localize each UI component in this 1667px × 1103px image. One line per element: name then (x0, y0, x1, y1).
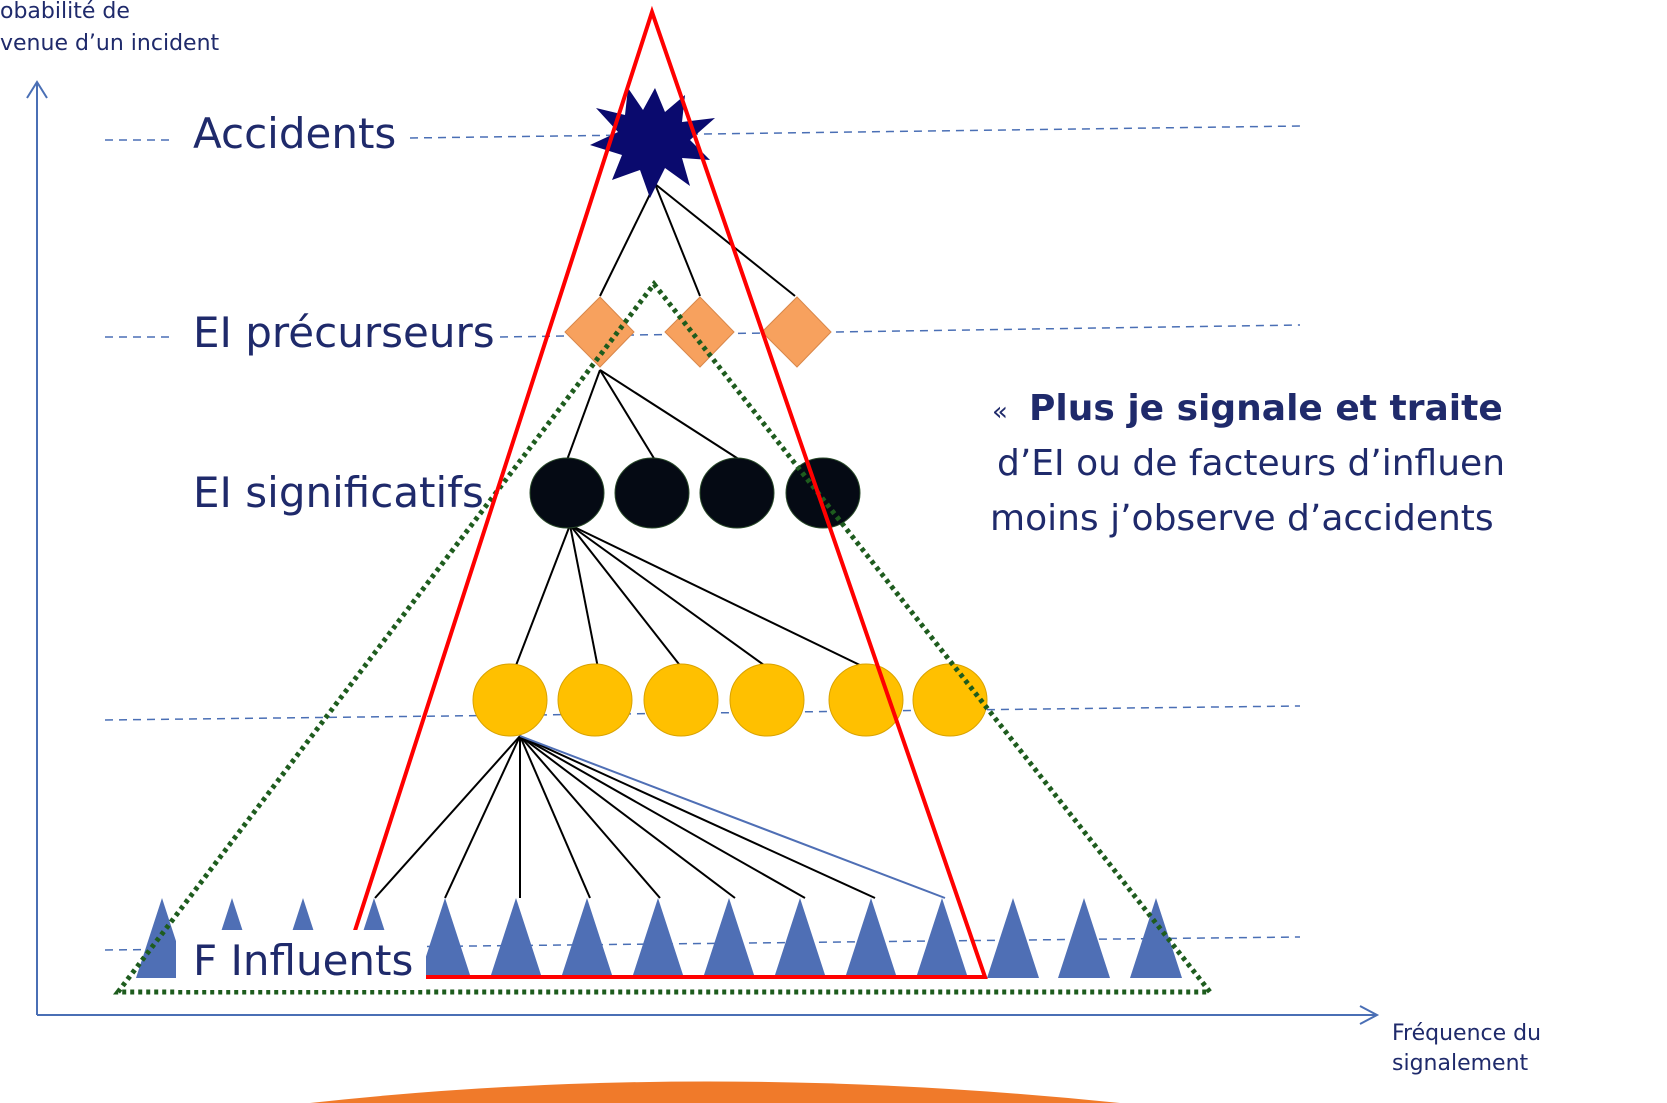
influent-triangle (845, 898, 897, 978)
significant-circle (699, 457, 775, 529)
green-dotted-triangle (112, 279, 1216, 995)
label-accidents: Accidents (193, 109, 396, 158)
y-axis-label-line1: obabilité de (0, 0, 130, 24)
guide-line-middle (104, 705, 1301, 721)
influent-triangle (774, 898, 826, 978)
influent-triangle (632, 898, 684, 978)
influents-label-box (176, 930, 426, 990)
yellow-circle (729, 663, 805, 737)
precursor-diamonds (564, 296, 832, 368)
influent-triangle (1130, 898, 1182, 978)
significant-circle (529, 457, 605, 529)
x-axis-label-line2: signalement (1392, 1051, 1529, 1076)
yellow-circles (472, 663, 988, 737)
label-influents: F Influents (193, 936, 413, 985)
accident-star-icon (590, 88, 715, 198)
influent-triangle (987, 898, 1039, 978)
yellow-circle (472, 663, 548, 737)
orange-arc (310, 1081, 1120, 1103)
influent-triangle (703, 898, 755, 978)
label-precursors: EI précurseurs (193, 308, 495, 357)
yellow-circle (912, 663, 988, 737)
message-quote-open: « (992, 397, 1008, 427)
message-line2: d’EI ou de facteurs d’influen (997, 443, 1505, 484)
precursor-diamond (564, 296, 635, 368)
influent-triangle (136, 898, 188, 978)
yellow-circle (557, 663, 633, 737)
influent-triangle (419, 898, 471, 978)
influent-triangle (561, 898, 613, 978)
significant-circle (614, 457, 690, 529)
significant-circles (529, 457, 861, 529)
precursor-diamond (761, 296, 832, 368)
influent-triangle (1058, 898, 1110, 978)
guide-line-accidents-right (409, 125, 1301, 139)
message-line1: Plus je signale et traite (1029, 388, 1503, 429)
red-triangle (337, 5, 988, 979)
connectors (374, 183, 946, 899)
x-axis-label-line1: Fréquence du (1392, 1021, 1541, 1046)
influent-triangle (916, 898, 968, 978)
label-significant: EI significatifs (193, 468, 484, 517)
yellow-circle (828, 663, 904, 737)
influent-triangle (490, 898, 542, 978)
axes (26, 80, 1380, 1025)
y-axis-label-line2: venue d’un incident (0, 31, 220, 56)
guide-line-precursors-right (499, 324, 1301, 338)
message-line3: moins j’observe d’accidents (990, 498, 1494, 539)
precursor-diamond (664, 296, 735, 368)
y-axis-arrowhead (26, 80, 48, 99)
x-axis-arrowhead (1359, 1005, 1380, 1025)
yellow-circle (643, 663, 719, 737)
